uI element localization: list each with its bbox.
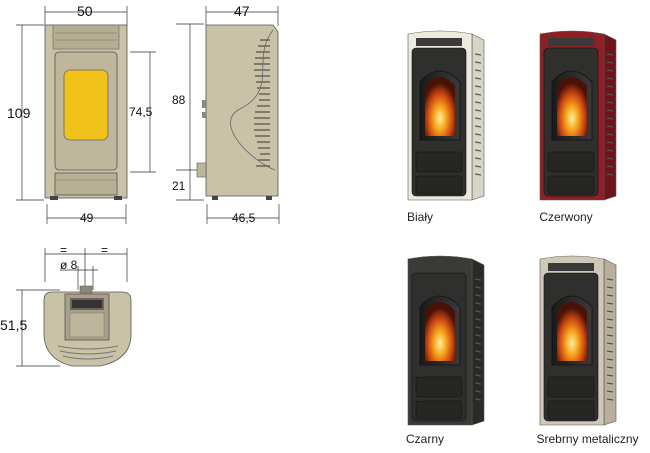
variant-label: Czerwony (539, 210, 593, 224)
pipe-diameter-label: ø 8 (60, 258, 78, 272)
window-height-label: 74,5 (129, 105, 153, 119)
side-depth-label: 47 (234, 3, 250, 19)
equal-left-label: = (60, 243, 68, 257)
stove-image (539, 255, 617, 426)
front-base-width-label: 49 (80, 211, 94, 225)
front-view-drawing (16, 6, 156, 224)
side-view-drawing (176, 6, 280, 224)
side-base-depth-label: 46,5 (232, 211, 256, 225)
stove-image (407, 30, 485, 201)
top-depth-label: 51,5 (0, 317, 28, 333)
variant-label: Srebrny metaliczny (536, 432, 639, 446)
equal-right-label: = (101, 243, 109, 257)
variant-label: Biały (406, 210, 433, 224)
outlet-height-label: 88 (172, 93, 186, 107)
stove-image (539, 30, 617, 201)
front-height-label: 109 (7, 105, 31, 121)
front-width-label: 50 (77, 3, 93, 19)
top-view-drawing (16, 248, 132, 367)
variant-label: Czarny (405, 432, 444, 446)
inlet-height-label: 21 (172, 179, 186, 193)
stove-image (407, 255, 485, 426)
